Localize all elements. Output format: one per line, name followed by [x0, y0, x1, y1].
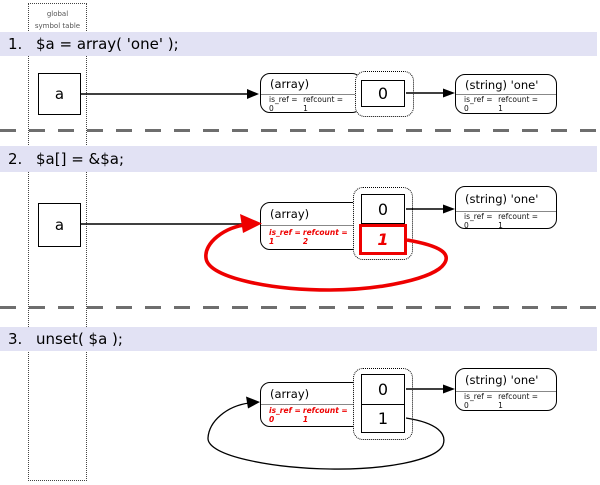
is-ref-value: is_ref = 0: [269, 94, 298, 113]
array-slot-0-s1: 0: [361, 80, 405, 107]
zval-type-label: (string) 'one': [456, 369, 556, 392]
zval-flags: is_ref = 0 refcount = 1: [456, 94, 556, 113]
is-ref-value: is_ref = 0: [464, 391, 493, 410]
global-symbol-table: global symbol table: [28, 3, 87, 481]
array-slot-0-s2: 0: [361, 194, 405, 224]
array-slot-1-s2-highlighted: 1: [359, 224, 407, 255]
is-ref-value: is_ref = 0: [464, 94, 493, 113]
arrowhead-slot0-to-string-s3: [443, 384, 455, 394]
slot-key: 0: [377, 380, 389, 399]
global-symbol-table-label-line2: symbol table: [34, 21, 81, 30]
is-ref-value: is_ref = 1: [269, 228, 301, 246]
zval-type-label: (string) 'one': [456, 75, 556, 95]
array-zval-box-s1: (array) is_ref = 0 refcount = 1: [260, 73, 362, 113]
variable-box-a-s1: a: [38, 73, 81, 115]
separator-dashed-line-1: [0, 129, 600, 132]
separator-dashed-line-2: [0, 306, 600, 309]
zval-flags: is_ref = 0 refcount = 1: [261, 94, 361, 113]
zval-type-label: (array): [261, 383, 361, 405]
slot-key: 0: [377, 199, 389, 219]
global-symbol-table-label-line1: global: [46, 10, 69, 18]
array-slot-0-s3: 0: [361, 374, 405, 405]
refcount-value: refcount = 2: [302, 228, 348, 246]
is-ref-value: is_ref = 0: [464, 211, 493, 229]
refcount-value: refcount = 1: [303, 94, 344, 113]
variable-label: a: [54, 216, 65, 234]
zval-type-label: (array): [261, 74, 361, 95]
array-zval-box-s3: (array) is_ref = 0 refcount = 1: [260, 382, 362, 427]
refcount-value: refcount = 1: [498, 391, 539, 410]
zval-flags: is_ref = 0 refcount = 1: [456, 212, 556, 229]
zval-flags-highlighted: is_ref = 1 refcount = 2: [261, 226, 361, 248]
section-header-3: 3. unset( $a );: [0, 327, 597, 351]
zval-type-label: (string) 'one': [456, 187, 556, 212]
is-ref-value: is_ref = 0: [269, 406, 301, 424]
self-reference-arrowhead-red: [240, 214, 262, 233]
array-slot-1-s3: 1: [361, 404, 405, 433]
global-symbol-table-label: global symbol table: [29, 9, 86, 32]
refcount-value: refcount = 1: [498, 94, 539, 113]
zval-flags: is_ref = 0 refcount = 1: [456, 391, 556, 410]
section-header-1: 1. $a = array( 'one' );: [0, 32, 597, 56]
array-zval-box-s2: (array) is_ref = 1 refcount = 2: [260, 202, 362, 250]
section-code: unset( $a );: [36, 330, 123, 348]
arrowhead-a-to-array-s1: [247, 89, 259, 99]
refcount-value: refcount = 1: [498, 211, 539, 229]
zval-flags-highlighted: is_ref = 0 refcount = 1: [261, 405, 361, 425]
arrowhead-slot0-to-string-s1: [443, 88, 455, 98]
refcount-value: refcount = 1: [302, 406, 348, 424]
section-number: 3.: [8, 330, 23, 348]
section-header-2: 2. $a[] = &$a;: [0, 146, 597, 172]
section-code: $a[] = &$a;: [36, 150, 125, 168]
zval-type-label: (array): [261, 203, 361, 226]
string-zval-box-s2: (string) 'one' is_ref = 0 refcount = 1: [455, 186, 557, 229]
self-reference-arrowhead-black: [246, 396, 260, 409]
slot-key: 0: [377, 84, 389, 103]
section-number: 1.: [8, 35, 23, 53]
arrowhead-slot0-to-string-s2: [443, 204, 455, 214]
variable-label: a: [54, 85, 65, 103]
string-zval-box-s1: (string) 'one' is_ref = 0 refcount = 1: [455, 74, 557, 114]
slot-key: 1: [377, 409, 389, 428]
variable-box-a-s2: a: [38, 203, 81, 247]
slot-key: 1: [377, 230, 389, 249]
section-code: $a = array( 'one' );: [36, 35, 179, 53]
string-zval-box-s3: (string) 'one' is_ref = 0 refcount = 1: [455, 368, 557, 411]
section-number: 2.: [8, 150, 23, 168]
